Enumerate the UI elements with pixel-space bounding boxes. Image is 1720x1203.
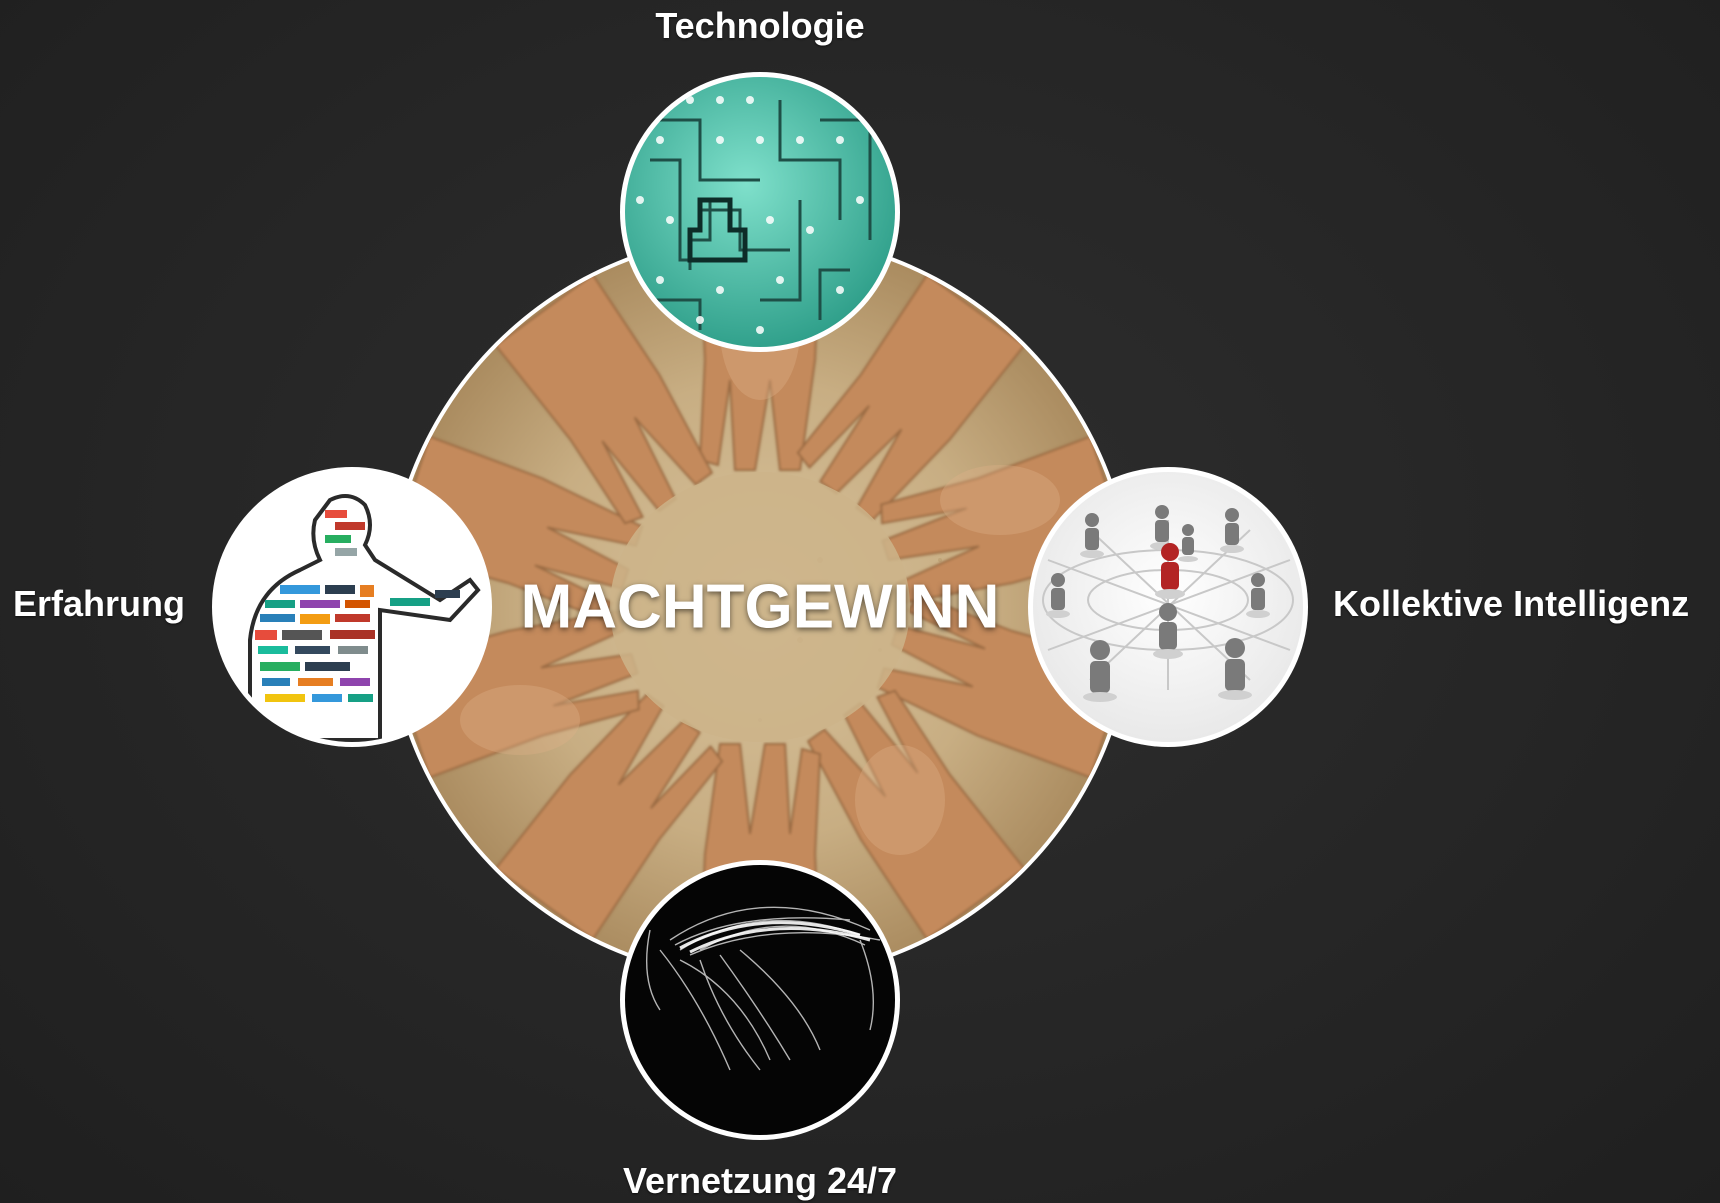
node-erfahrung-circle [212,467,492,747]
center-circle [386,233,1134,981]
global-connection-lines-image [625,865,895,1135]
label-vernetzung: Vernetzung 24/7 [622,1160,898,1201]
hands-in-sand-image [390,237,1130,977]
center-title: MACHTGEWINN [520,572,1000,642]
label-kollektive-intelligenz: Kollektive Intelligenz [1333,583,1690,624]
node-vernetzung-circle [620,860,900,1140]
node-technologie-circle [620,72,900,352]
label-erfahrung: Erfahrung [13,583,186,624]
label-technologie: Technologie [655,5,865,46]
node-kollektive-intelligenz-circle [1028,467,1308,747]
circuit-board-image [625,77,895,347]
person-silhouette-with-logos-image [217,472,487,742]
people-network-image [1033,472,1303,742]
